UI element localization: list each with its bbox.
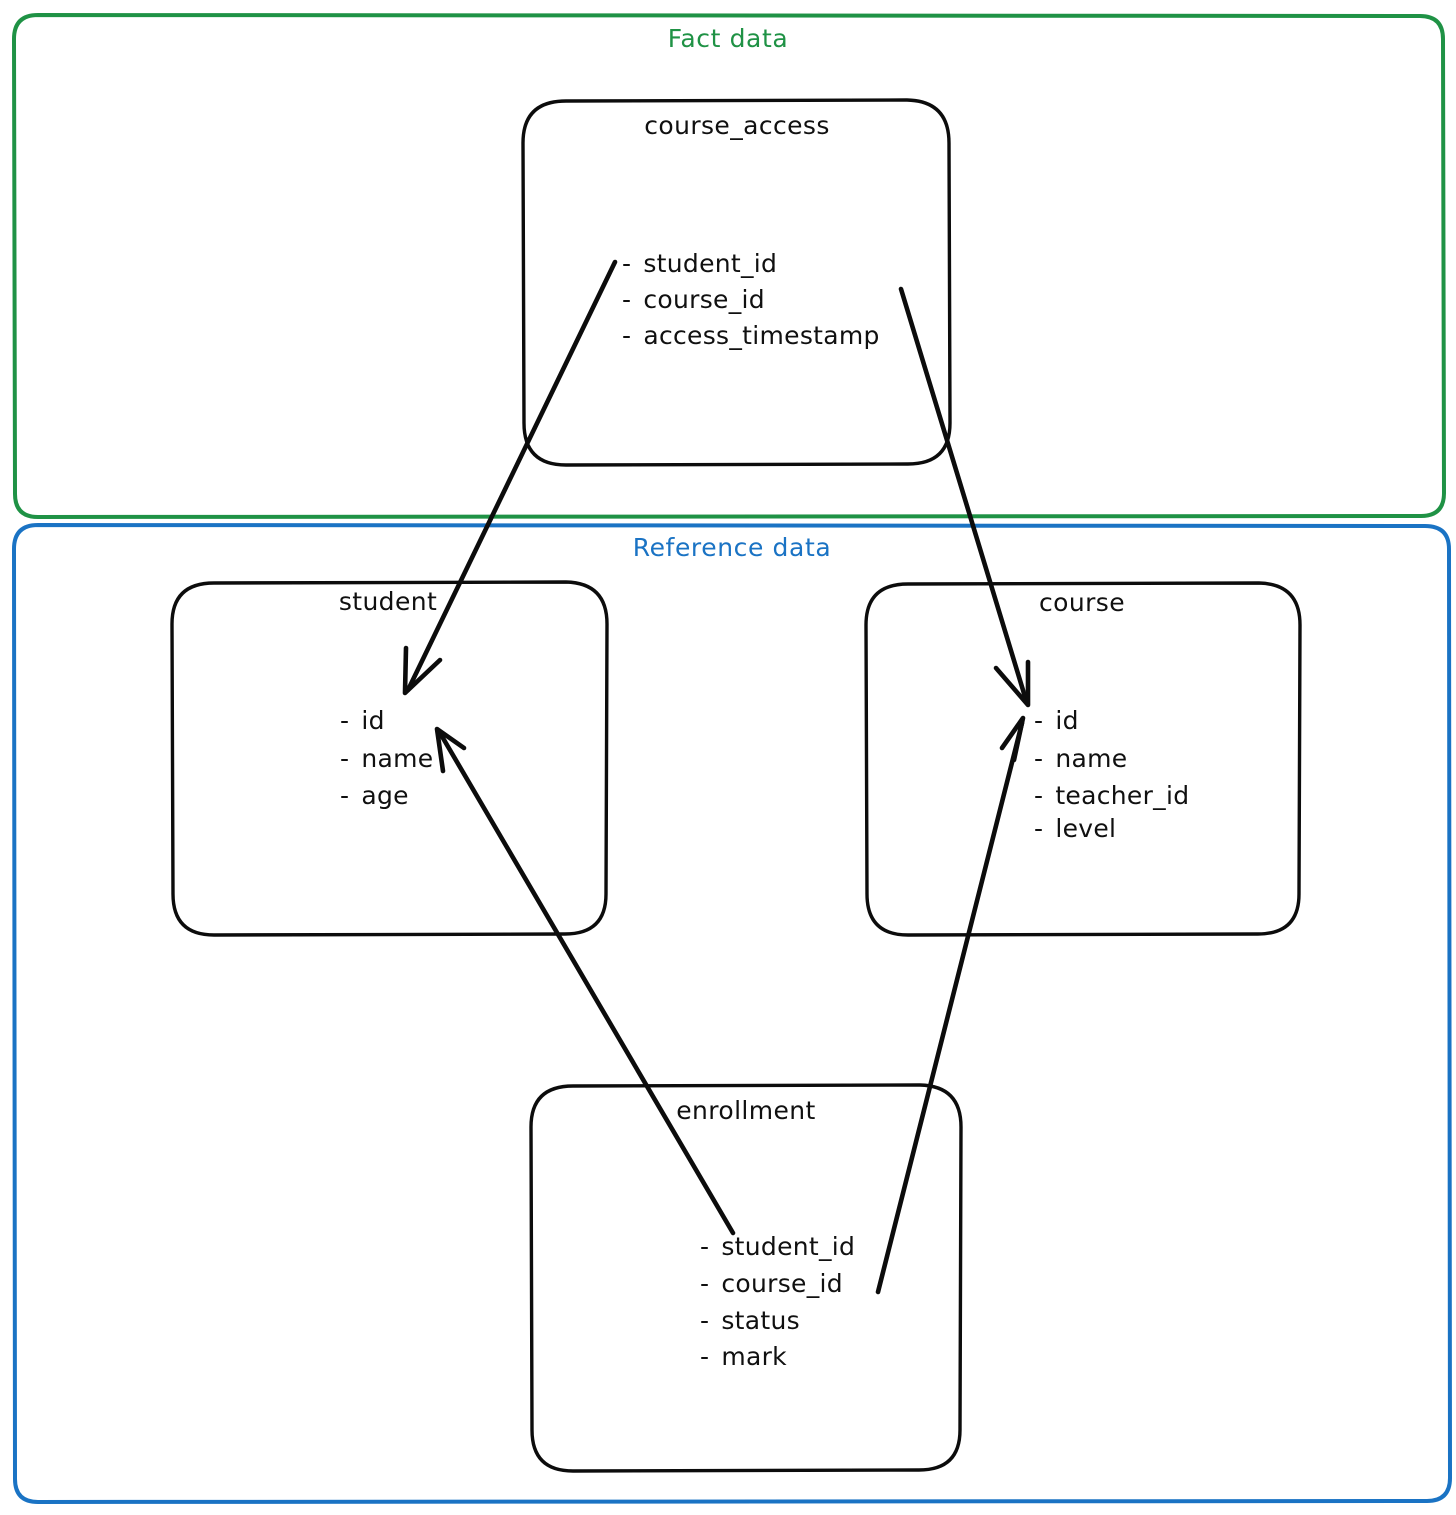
- field-id: -id: [1034, 706, 1079, 735]
- relation-course-access-to-student-arrowhead: [402, 645, 443, 696]
- entity-student-fields: -id -name -age: [340, 706, 433, 810]
- field-course-id: -course_id: [700, 1269, 843, 1298]
- entity-enrollment-box: [529, 1083, 963, 1473]
- group-reference-data-label: Reference data: [633, 533, 832, 562]
- entity-enrollment-fields: -student_id -course_id -status -mark: [700, 1232, 855, 1371]
- field-access-timestamp: -access_timestamp: [622, 321, 880, 350]
- group-fact-data-frame: [12, 13, 1446, 519]
- field-bullet: -: [340, 781, 349, 810]
- field-student-id: -student_id: [700, 1232, 855, 1261]
- field-bullet: -: [622, 249, 631, 278]
- group-fact-data[interactable]: Fact data: [12, 13, 1446, 519]
- field-teacher-id: -teacher_id: [1034, 781, 1189, 810]
- field-student-id: -student_id: [622, 249, 777, 278]
- entity-enrollment[interactable]: enrollment -student_id -course_id -statu…: [529, 1083, 963, 1473]
- entity-student[interactable]: student -id -name -age: [170, 580, 609, 937]
- field-bullet: -: [622, 321, 631, 350]
- entity-course-access-fields: -student_id -course_id -access_timestamp: [622, 249, 880, 350]
- entity-course-access[interactable]: course_access -student_id -course_id -ac…: [521, 98, 952, 467]
- group-fact-data-label: Fact data: [668, 24, 789, 53]
- entity-course-title: course: [1039, 588, 1125, 617]
- relation-course-access-to-course[interactable]: [898, 286, 1031, 708]
- field-bullet: -: [700, 1342, 709, 1371]
- entity-course[interactable]: course -id -name -teacher_id -level: [864, 581, 1302, 937]
- field-bullet: -: [1034, 706, 1043, 735]
- field-mark: -mark: [700, 1342, 787, 1371]
- entity-course-access-title: course_access: [644, 111, 830, 140]
- field-status: -status: [700, 1306, 800, 1335]
- field-age: -age: [340, 781, 409, 810]
- relation-course-access-to-student[interactable]: [402, 259, 618, 696]
- relation-course-access-to-student-line: [405, 259, 618, 693]
- entity-course-fields: -id -name -teacher_id -level: [1034, 706, 1189, 843]
- field-id: -id: [340, 706, 385, 735]
- field-course-id: -course_id: [622, 285, 765, 314]
- group-reference-data-frame: [12, 523, 1452, 1504]
- relation-enrollment-to-course[interactable]: [875, 715, 1026, 1295]
- entity-student-title: student: [339, 587, 437, 616]
- relation-course-access-to-course-arrowhead: [993, 659, 1031, 708]
- field-name: -name: [1034, 744, 1127, 773]
- field-bullet: -: [700, 1306, 709, 1335]
- field-name: -name: [340, 744, 433, 773]
- field-bullet: -: [700, 1269, 709, 1298]
- field-bullet: -: [700, 1232, 709, 1261]
- entity-course-access-box: [521, 98, 952, 467]
- entity-course-box: [864, 581, 1302, 937]
- field-level: -level: [1034, 814, 1116, 843]
- relation-enrollment-to-course-arrowhead: [999, 715, 1026, 763]
- field-bullet: -: [622, 285, 631, 314]
- entity-enrollment-title: enrollment: [676, 1096, 816, 1125]
- entity-student-box: [170, 580, 609, 937]
- field-bullet: -: [1034, 744, 1043, 773]
- relation-course-access-to-course-line: [898, 286, 1029, 703]
- field-bullet: -: [340, 744, 349, 773]
- relation-enrollment-to-student[interactable]: [434, 726, 736, 1236]
- field-bullet: -: [1034, 814, 1043, 843]
- relation-enrollment-to-course-line: [875, 720, 1025, 1295]
- relation-enrollment-to-student-arrowhead: [434, 726, 467, 774]
- relation-enrollment-to-student-line: [437, 730, 736, 1236]
- field-bullet: -: [340, 706, 349, 735]
- field-bullet: -: [1034, 781, 1043, 810]
- group-reference-data[interactable]: Reference data: [12, 523, 1452, 1504]
